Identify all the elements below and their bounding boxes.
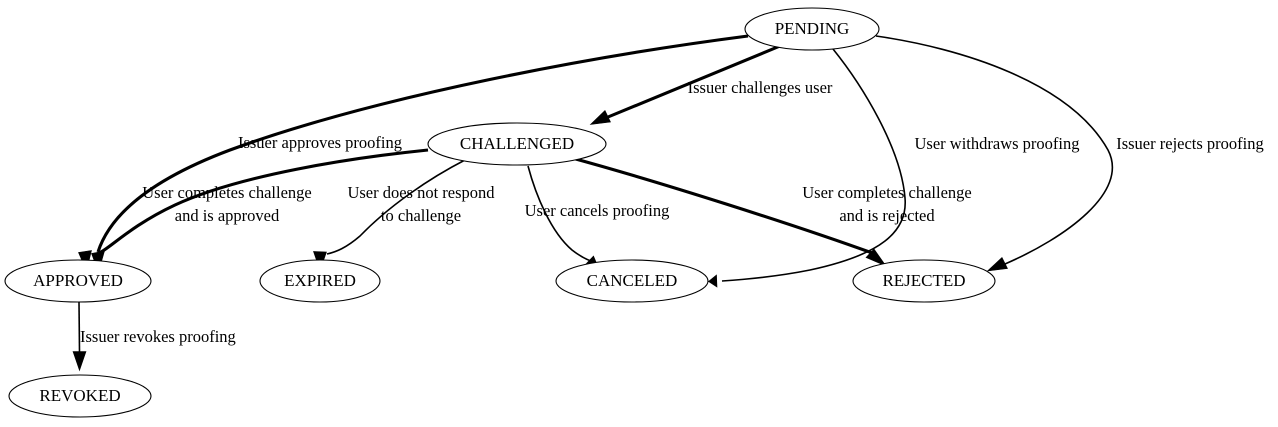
edge-label-pending-to-canceled: User withdraws proofing: [915, 134, 1080, 153]
edge-pending-to-rejected: Issuer rejects proofing: [875, 35, 1264, 272]
arrowhead-pending-to-canceled: [707, 274, 718, 288]
state-node-approved[interactable]: APPROVED: [4, 259, 152, 303]
state-node-challenged[interactable]: CHALLENGED: [427, 122, 607, 166]
edge-label-pending-to-approved: Issuer approves proofing: [238, 133, 402, 152]
edge-challenged-to-expired: User does not respond to challenge: [313, 159, 495, 272]
state-node-pending-shape[interactable]: [744, 7, 880, 51]
edge-label-challenged-to-approved-line1: User completes challenge: [142, 183, 312, 202]
edge-label-pending-to-challenged: Issuer challenges user: [688, 78, 833, 97]
edge-path-challenged-to-canceled: [527, 165, 598, 264]
state-node-expired-shape[interactable]: [259, 259, 381, 303]
edge-path-pending-to-approved: [96, 34, 749, 253]
state-node-rejected-label: REJECTED: [882, 271, 965, 290]
edge-label-pending-to-rejected: Issuer rejects proofing: [1116, 134, 1264, 153]
edge-label-challenged-to-rejected-line2: and is rejected: [839, 206, 935, 225]
edge-path-pending-to-canceled: [721, 48, 906, 282]
state-node-rejected-shape[interactable]: [852, 259, 996, 303]
state-node-pending[interactable]: PENDING: [744, 7, 880, 51]
edge-label-challenged-to-canceled: User cancels proofing: [525, 201, 670, 220]
arrowhead-pending-to-challenged: [589, 109, 611, 125]
state-node-rejected[interactable]: REJECTED: [852, 259, 996, 303]
state-node-revoked-label: REVOKED: [39, 386, 120, 405]
arrowhead-approved-to-revoked: [72, 351, 87, 372]
state-node-revoked[interactable]: REVOKED: [8, 374, 152, 418]
edge-pending-to-challenged: Issuer challenges user: [589, 44, 833, 125]
state-node-expired[interactable]: EXPIRED: [259, 259, 381, 303]
state-node-canceled-label: CANCELED: [587, 271, 678, 290]
state-node-challenged-shape[interactable]: [427, 122, 607, 166]
edge-path-challenged-to-approved: [98, 148, 429, 255]
edge-path-challenged-to-expired: [326, 159, 466, 255]
state-node-revoked-shape[interactable]: [8, 374, 152, 418]
arrowhead-challenged-to-rejected: [865, 248, 887, 267]
edge-label-challenged-to-approved-line2: and is approved: [175, 206, 280, 225]
edge-path-pending-to-challenged: [607, 44, 781, 119]
edge-approved-to-revoked: Issuer revokes proofing: [72, 301, 236, 372]
state-node-approved-label: APPROVED: [33, 271, 123, 290]
edge-challenged-to-rejected: User completes challenge and is rejected: [571, 156, 972, 267]
edge-path-approved-to-revoked: [78, 301, 81, 353]
state-node-approved-shape[interactable]: [4, 259, 152, 303]
arrowhead-pending-to-rejected: [986, 257, 1008, 272]
edge-label-approved-to-revoked: Issuer revokes proofing: [80, 327, 236, 346]
state-node-challenged-label: CHALLENGED: [460, 134, 574, 153]
edge-label-challenged-to-expired-line1: User does not respond: [347, 183, 495, 202]
state-node-expired-label: EXPIRED: [284, 271, 356, 290]
edge-label-challenged-to-rejected-line1: User completes challenge: [802, 183, 972, 202]
edge-challenged-to-approved: User completes challenge and is approved: [78, 148, 429, 272]
edge-challenged-to-canceled: User cancels proofing: [525, 165, 670, 276]
state-node-canceled[interactable]: CANCELED: [555, 259, 709, 303]
edge-path-challenged-to-rejected: [571, 156, 876, 256]
state-node-pending-label: PENDING: [775, 19, 850, 38]
edge-path-pending-to-rejected: [875, 35, 1114, 265]
state-node-canceled-shape[interactable]: [555, 259, 709, 303]
edge-label-challenged-to-expired-line2: to challenge: [381, 206, 461, 225]
edge-pending-to-canceled: User withdraws proofing: [707, 48, 1080, 288]
edge-pending-to-approved: Issuer approves proofing: [91, 34, 749, 273]
